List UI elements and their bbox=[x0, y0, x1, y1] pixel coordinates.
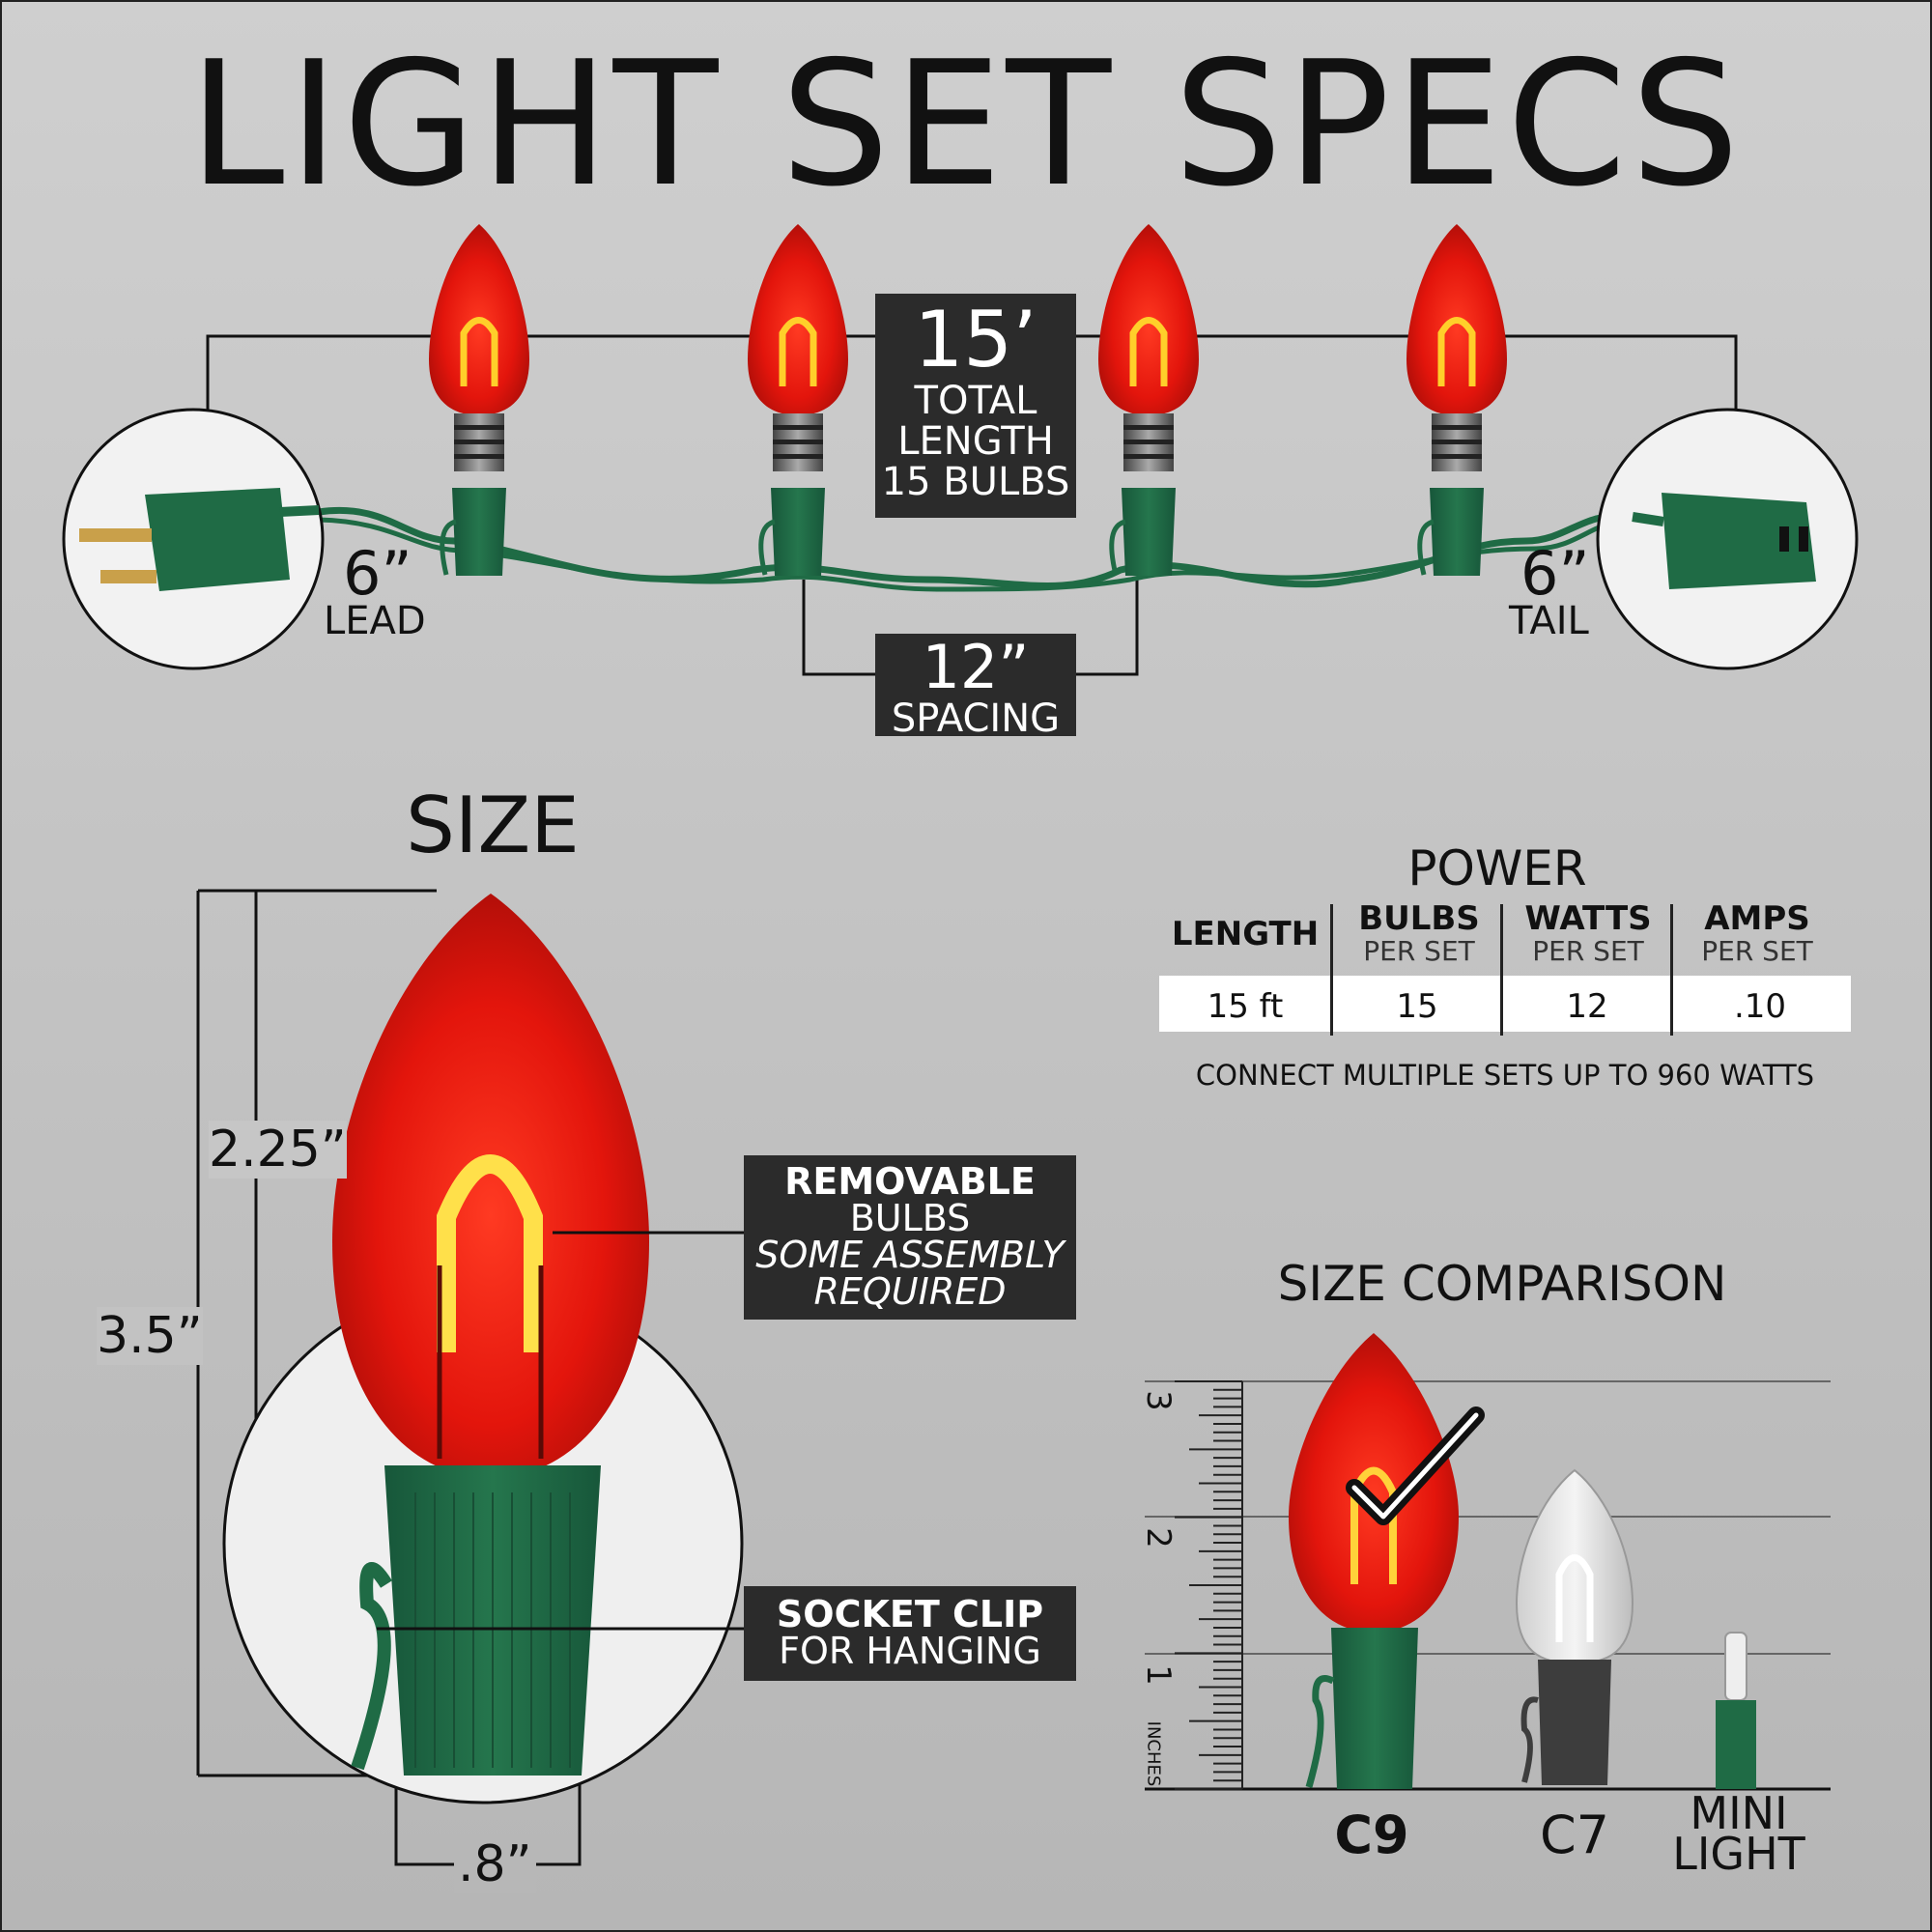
removable-line4: REQUIRED bbox=[813, 1270, 1007, 1313]
mini-light-label-line1: MINI bbox=[1690, 1787, 1788, 1839]
width-dimension-label: .8” bbox=[454, 1835, 536, 1893]
socket-line1: SOCKET CLIP bbox=[776, 1593, 1044, 1635]
power-col-divider bbox=[1670, 904, 1673, 1036]
tail-label: TAIL bbox=[1509, 598, 1589, 643]
page-title: LIGHT SET SPECS bbox=[188, 24, 1744, 224]
ruler-label-3: 3 bbox=[1138, 1390, 1178, 1411]
ruler-units: INCHES bbox=[1143, 1720, 1164, 1787]
power-note: CONNECT MULTIPLE SETS UP TO 960 WATTS bbox=[1195, 1059, 1815, 1092]
c9-label: C9 bbox=[1334, 1804, 1409, 1865]
size-comparison-heading: SIZE COMPARISON bbox=[1277, 1256, 1727, 1312]
large-c9-bulb bbox=[332, 894, 649, 1776]
glass-dimension-label: 2.25” bbox=[209, 1121, 347, 1179]
power-col-amps-label: AMPS bbox=[1704, 899, 1810, 938]
size-heading: SIZE bbox=[406, 781, 580, 870]
total-length-box: 15’ TOTAL LENGTH 15 BULBS bbox=[875, 294, 1076, 518]
string-bulb-2 bbox=[748, 224, 848, 576]
comparison-c9-bulb bbox=[1289, 1333, 1485, 1789]
lead-dimension: 6” LEAD bbox=[324, 538, 426, 643]
power-col-amps-sub: PER SET bbox=[1701, 934, 1813, 967]
male-plug-circle bbox=[62, 408, 325, 670]
lead-value: 6” bbox=[343, 538, 412, 609]
power-col-bulbs-label: BULBS bbox=[1358, 899, 1480, 938]
removable-line3: SOME ASSEMBLY bbox=[755, 1234, 1065, 1276]
tail-dimension: 6” TAIL bbox=[1509, 538, 1590, 643]
ruler-label-1: 1 bbox=[1138, 1664, 1178, 1686]
spacing-label: SPACING bbox=[891, 696, 1061, 742]
power-col-length-label: LENGTH bbox=[1171, 915, 1320, 953]
power-col-amps: AMPS PER SET bbox=[1673, 899, 1841, 967]
spacing-box: 12” SPACING bbox=[875, 632, 1076, 742]
removable-bulbs-callout: REMOVABLE BULBS SOME ASSEMBLY REQUIRED bbox=[744, 1155, 1076, 1320]
power-col-watts: WATTS PER SET bbox=[1504, 899, 1672, 967]
mini-light-label-line2: LIGHT bbox=[1672, 1828, 1805, 1881]
string-bulb-3 bbox=[1098, 224, 1199, 576]
socket-clip-callout: SOCKET CLIP FOR HANGING bbox=[744, 1586, 1076, 1681]
total-length-line3: 15 BULBS bbox=[881, 460, 1070, 504]
lead-label: LEAD bbox=[324, 598, 426, 643]
tail-value: 6” bbox=[1520, 538, 1590, 609]
spacing-value: 12” bbox=[922, 632, 1030, 702]
power-col-watts-sub: PER SET bbox=[1532, 934, 1644, 967]
total-length-line1: TOTAL bbox=[914, 379, 1037, 423]
comparison-mini-light bbox=[1716, 1632, 1756, 1789]
power-cell-length: 15 ft bbox=[1207, 987, 1284, 1026]
total-length-value: 15’ bbox=[914, 295, 1037, 384]
power-cell-amps: .10 bbox=[1733, 987, 1787, 1026]
power-cell-watts: 12 bbox=[1566, 987, 1608, 1026]
string-bulb-4 bbox=[1406, 224, 1507, 576]
power-table-row-bg bbox=[1159, 976, 1851, 1032]
ruler-label-2: 2 bbox=[1138, 1527, 1178, 1548]
comparison-c7-bulb bbox=[1515, 1468, 1634, 1785]
total-height-dimension-label: 3.5” bbox=[97, 1307, 203, 1365]
power-col-length: LENGTH bbox=[1159, 915, 1331, 953]
power-col-watts-label: WATTS bbox=[1524, 899, 1652, 938]
power-col-divider bbox=[1500, 904, 1503, 1036]
removable-line2: BULBS bbox=[849, 1197, 971, 1239]
power-col-bulbs-sub: PER SET bbox=[1363, 934, 1475, 967]
total-length-line2: LENGTH bbox=[897, 419, 1054, 464]
power-col-divider bbox=[1330, 904, 1333, 1036]
removable-line1: REMOVABLE bbox=[784, 1160, 1036, 1203]
mini-light-label: MINI LIGHT bbox=[1662, 1787, 1816, 1881]
ruler bbox=[1145, 1380, 1831, 1791]
female-plug-circle bbox=[1596, 408, 1859, 670]
string-bulb-1 bbox=[429, 224, 529, 576]
socket-line2: FOR HANGING bbox=[779, 1630, 1041, 1672]
c7-label: C7 bbox=[1539, 1804, 1610, 1865]
power-heading: POWER bbox=[1407, 840, 1587, 896]
power-col-bulbs: BULBS PER SET bbox=[1335, 899, 1503, 967]
power-cell-bulbs: 15 bbox=[1396, 987, 1438, 1026]
